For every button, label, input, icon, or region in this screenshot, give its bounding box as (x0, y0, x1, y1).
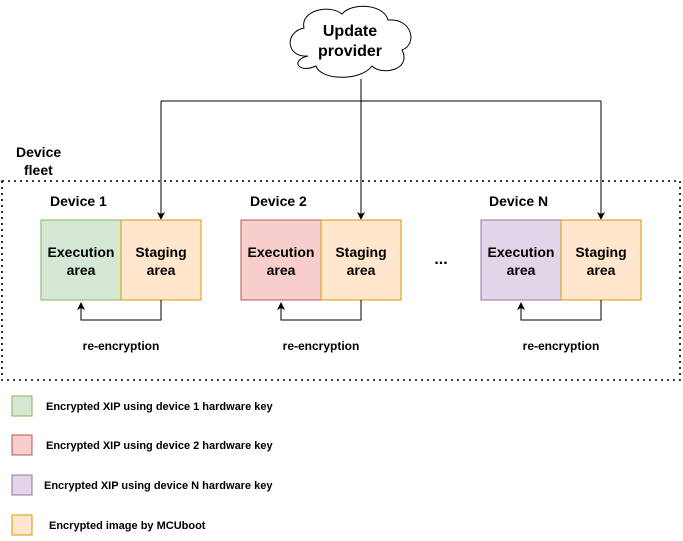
execution-area-label-line2: area (67, 262, 96, 278)
legend-label-device-2: Encrypted XIP using device 2 hardware ke… (46, 440, 273, 452)
legend-label-mcuboot: Encrypted image by MCUboot (49, 520, 206, 532)
provider-label-line2: provider (318, 43, 382, 60)
device-title: Device 1 (50, 193, 107, 209)
re-encryption-arrow (277, 300, 362, 321)
re-encryption-arrow (517, 300, 602, 321)
legend: Encrypted XIP using device 1 hardware ke… (11, 395, 273, 536)
legend-label-device-1: Encrypted XIP using device 1 hardware ke… (46, 401, 273, 413)
staging-area-label-line2: area (147, 262, 176, 278)
more-devices-ellipsis: ... (434, 251, 447, 268)
device-n: Device N Execution area Staging area re-… (480, 193, 642, 353)
re-encryption-arrow (77, 300, 162, 321)
execution-area-label-line1: Execution (48, 244, 115, 260)
fleet-label-line2: fleet (24, 162, 53, 178)
execution-area (240, 219, 322, 301)
legend-swatch-device-1 (11, 395, 33, 417)
staging-area-label-line1: Staging (335, 244, 386, 260)
cloud-shape (289, 5, 412, 78)
execution-area (480, 219, 562, 301)
staging-area-label-line1: Staging (135, 244, 186, 260)
re-encryption-label: re-encryption (83, 339, 160, 353)
legend-swatch-mcuboot (11, 514, 33, 536)
legend-swatch-device-n (11, 474, 33, 496)
update-provider-cloud: Update provider (289, 5, 412, 78)
execution-area-label-line2: area (267, 262, 296, 278)
staging-area-label-line2: area (347, 262, 376, 278)
staging-area (560, 219, 642, 301)
staging-area-label-line1: Staging (575, 244, 626, 260)
legend-swatch-device-2 (11, 434, 33, 456)
staging-area (320, 219, 402, 301)
staging-area-label-line2: area (587, 262, 616, 278)
execution-area-label-line2: area (507, 262, 536, 278)
fleet-label-line1: Device (16, 144, 61, 160)
device-2: Device 2 Execution area Staging area re-… (240, 193, 402, 353)
device-title: Device 2 (250, 193, 307, 209)
re-encryption-label: re-encryption (283, 339, 360, 353)
execution-area (40, 219, 122, 301)
staging-area (120, 219, 202, 301)
provider-label-line1: Update (323, 23, 377, 40)
device-1: Device 1 Execution area Staging area re-… (40, 193, 202, 353)
distribution-connectors (157, 79, 605, 220)
execution-area-label-line1: Execution (488, 244, 555, 260)
re-encryption-label: re-encryption (523, 339, 600, 353)
legend-label-device-n: Encrypted XIP using device N hardware ke… (44, 480, 273, 492)
device-title: Device N (489, 193, 548, 209)
execution-area-label-line1: Execution (248, 244, 315, 260)
